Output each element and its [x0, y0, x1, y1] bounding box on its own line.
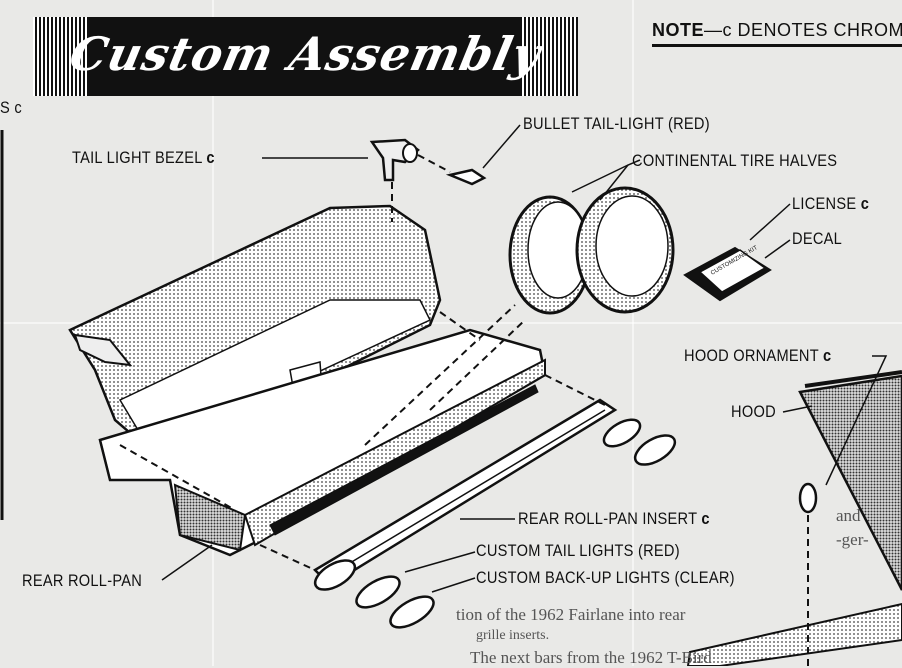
label-continental-tire-halves: CONTINENTAL TIRE HALVES	[632, 151, 838, 170]
label-bullet-tail-light: BULLET TAIL-LIGHT (RED)	[523, 114, 710, 133]
assembly-guide-lines	[119, 154, 809, 666]
body-text-line: The next bars from the 1962 T-Bird	[470, 648, 712, 667]
hood-part	[686, 370, 902, 666]
label-tail-light-bezel: TAIL LIGHT BEZEL c	[72, 148, 215, 167]
label-custom-backup-lights: CUSTOM BACK-UP LIGHTS (CLEAR)	[476, 568, 735, 587]
body-text-line: grille inserts.	[476, 628, 550, 643]
lid-emblem-left	[73, 333, 133, 367]
custom-light-lenses	[313, 418, 677, 629]
bullet-tail-light-part	[445, 168, 487, 186]
note-prefix: NOTE	[652, 20, 705, 40]
banner-hatch-right	[522, 17, 578, 96]
bleed-through-text	[640, 48, 652, 103]
hood-ornament-part	[798, 482, 818, 514]
license-plate-part: CUSTOMIZING KIT	[683, 245, 772, 302]
body-text-fragment: and	[836, 506, 861, 525]
label-custom-tail-lights: CUSTOM TAIL LIGHTS (RED)	[476, 541, 680, 560]
banner-hatch-left	[33, 17, 89, 96]
label-leader-lines	[161, 124, 888, 593]
label-hood: HOOD	[731, 402, 776, 421]
note-text: —c DENOTES CHROME	[704, 20, 902, 40]
continental-tire-halves-part	[508, 186, 675, 315]
edge-label: S c	[0, 98, 22, 117]
chrome-note: NOTE—c DENOTES CHROME	[652, 20, 902, 41]
tail-light-bezel-part	[369, 138, 487, 186]
label-license: LICENSE c	[792, 194, 870, 213]
body-text-fragment: -ger-	[836, 530, 869, 549]
note-underline	[652, 44, 902, 47]
fold-crease	[632, 0, 634, 666]
body-text-line: tion of the 1962 Fairlane into rear	[456, 605, 686, 624]
label-rear-roll-pan-insert: REAR ROLL-PAN INSERT c	[518, 509, 710, 528]
label-decal: DECAL	[792, 229, 843, 248]
label-rear-roll-pan: REAR ROLL-PAN	[22, 571, 143, 590]
title-banner: Custom Assembly	[33, 17, 578, 96]
label-hood-ornament: HOOD ORNAMENT c	[684, 346, 832, 365]
fold-crease	[0, 322, 902, 324]
